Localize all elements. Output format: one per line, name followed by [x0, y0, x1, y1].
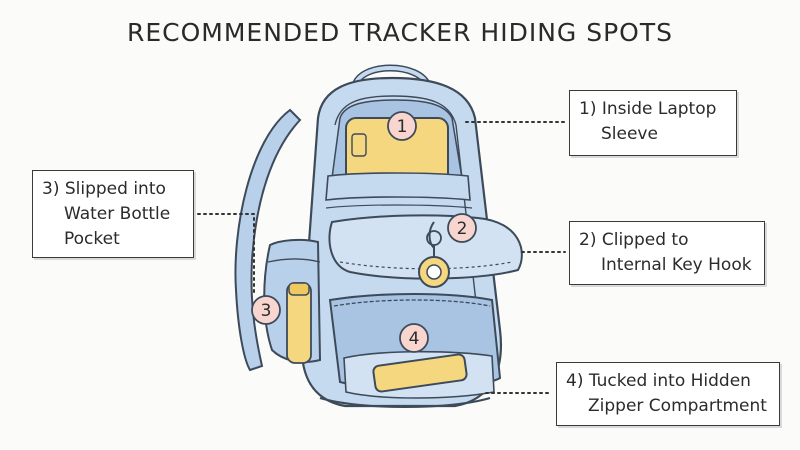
callout-3-line-3: Pocket	[64, 229, 120, 249]
marker-3-label: 3	[261, 301, 272, 321]
marker-4-label: 4	[409, 329, 420, 349]
callout-2-line-1: 2) Clipped to	[579, 230, 689, 250]
marker-2: 2	[447, 213, 477, 243]
zipper-compartment-item	[372, 353, 468, 393]
callout-hidden-zipper: 4) Tucked into Hidden Zipper Compartment	[556, 362, 780, 426]
callout-1-line-1: 1) Inside Laptop	[579, 99, 717, 119]
callout-4-line-1: 4) Tucked into Hidden	[566, 371, 751, 391]
marker-3: 3	[251, 295, 281, 325]
callout-2-line-2: Internal Key Hook	[601, 255, 752, 275]
callout-key-hook: 2) Clipped to Internal Key Hook	[569, 221, 765, 285]
marker-1-label: 1	[397, 117, 408, 137]
callout-3-line-2: Water Bottle	[64, 204, 171, 224]
water-bottle-item	[286, 282, 312, 364]
diagram-title: RECOMMENDED TRACKER HIDING SPOTS	[126, 18, 673, 47]
key-hook-tracker	[418, 221, 450, 288]
shoulder-strap	[234, 108, 302, 372]
marker-2-label: 2	[457, 219, 468, 239]
callout-laptop-sleeve: 1) Inside Laptop Sleeve	[569, 90, 737, 156]
callout-water-bottle-pocket: 3) Slipped into Water Bottle Pocket	[32, 170, 194, 258]
leader-line-3	[197, 213, 255, 297]
marker-1: 1	[387, 111, 417, 141]
callout-1-line-2: Sleeve	[601, 124, 658, 144]
marker-4: 4	[399, 323, 429, 353]
callout-3-line-1: 3) Slipped into	[42, 179, 166, 199]
callout-4-line-2: Zipper Compartment	[588, 396, 767, 416]
